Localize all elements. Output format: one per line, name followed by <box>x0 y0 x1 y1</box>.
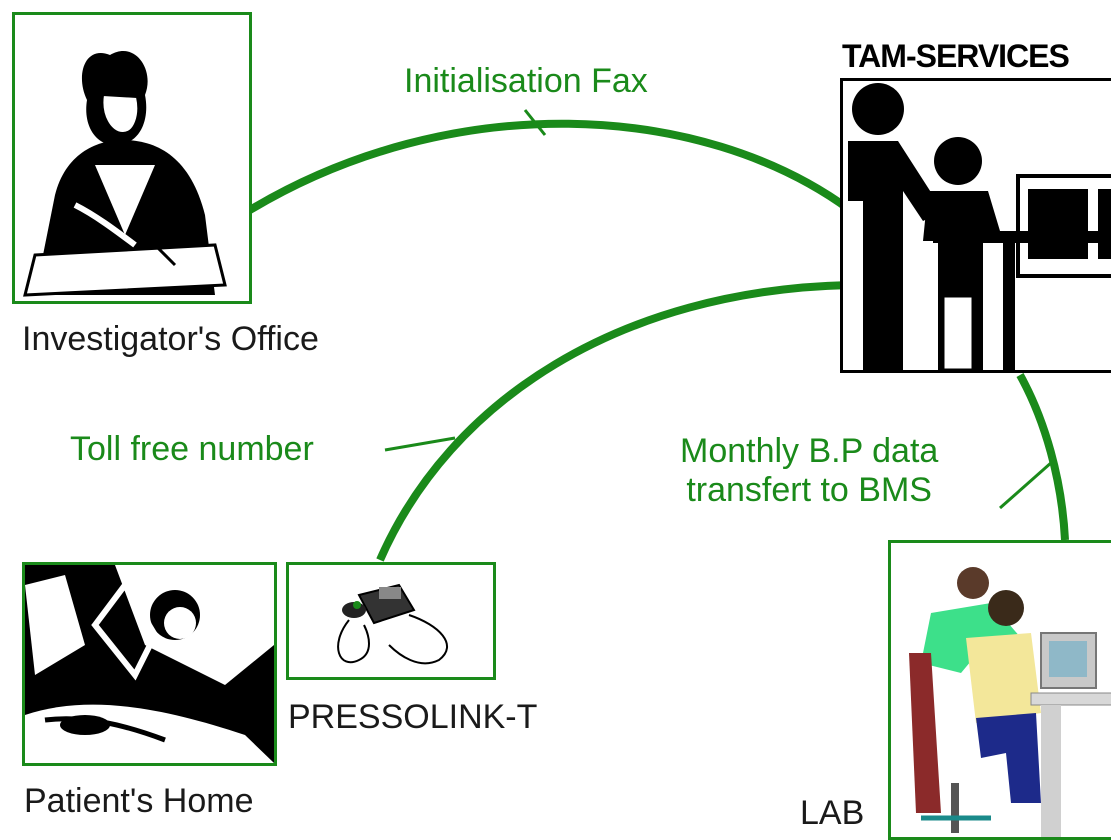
lab-illustration <box>891 543 1111 837</box>
monthly-link-line <box>1016 373 1069 541</box>
fax-link-line <box>247 119 853 214</box>
tam-services-label: TAM-SERVICES <box>842 38 1070 74</box>
pressolink-image <box>286 562 496 680</box>
patient-home-label: Patient's Home <box>24 782 254 820</box>
toll-link-line <box>376 281 851 562</box>
pressolink-illustration <box>289 565 493 677</box>
monthly-leader-line <box>999 460 1053 510</box>
investigator-label: Investigator's Office <box>22 320 319 358</box>
lab-label: LAB <box>800 794 865 832</box>
investigator-image <box>12 12 252 304</box>
pressolink-label: PRESSOLINK-T <box>288 698 538 736</box>
toll-leader-line <box>384 436 456 452</box>
lab-image <box>888 540 1111 840</box>
monthly-link-label-line1: Monthly B.P data <box>680 432 939 470</box>
patient-illustration <box>25 565 274 763</box>
fax-leader-line <box>523 109 547 136</box>
toll-link-label: Toll free number <box>70 430 314 468</box>
fax-link-label: Initialisation Fax <box>404 62 648 100</box>
tam-services-illustration <box>843 81 1111 370</box>
monthly-link-label: Monthly B.P data transfert to BMS <box>680 432 938 510</box>
tam-services-image <box>840 78 1111 373</box>
monthly-link-label-line2: transfert to BMS <box>686 471 932 510</box>
investigator-illustration <box>15 15 249 301</box>
patient-home-image <box>22 562 277 766</box>
